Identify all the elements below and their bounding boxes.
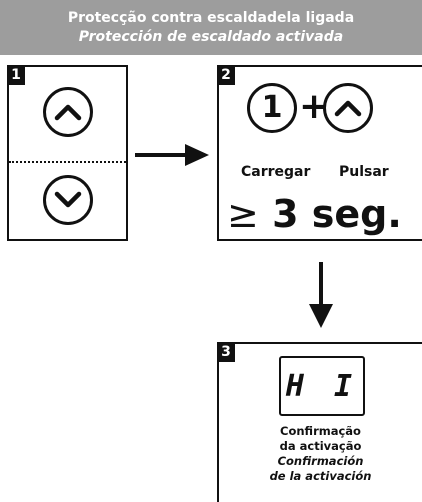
confirmation-text: Confirmação da activação Confirmación de… xyxy=(219,424,422,484)
divider xyxy=(9,161,126,163)
banner-title-pt: Protecção contra escaldadela ligada xyxy=(67,9,355,26)
banner-title-es: Protección de escaldado activada xyxy=(78,28,344,45)
chevron-up-icon xyxy=(334,100,362,117)
greater-equal-symbol: ≥ xyxy=(227,192,259,236)
duration-value: 3 seg. xyxy=(272,192,402,236)
confirm-pt-line-1: Confirmação xyxy=(280,424,361,438)
up-button[interactable] xyxy=(323,83,373,133)
step-3-panel: 3 H I Confirmação da activação Confirmac… xyxy=(217,342,422,502)
arrow-down-icon xyxy=(309,262,333,328)
press-label: Pulsar xyxy=(339,164,389,180)
chevron-up-icon xyxy=(54,104,82,121)
up-button[interactable] xyxy=(43,87,93,137)
hold-label: Carregar xyxy=(241,164,311,180)
display-screen: H I xyxy=(279,356,365,416)
confirm-pt-line-2: da activação xyxy=(279,439,362,453)
step-1-panel: 1 xyxy=(7,65,128,241)
button-1[interactable]: 1 xyxy=(247,83,297,133)
step-2-number: 2 xyxy=(217,65,235,85)
step-1-number: 1 xyxy=(7,65,25,85)
button-1-label: 1 xyxy=(261,90,283,125)
confirm-es-line-1: Confirmación xyxy=(277,454,364,468)
arrow-right-icon xyxy=(135,144,209,166)
step-3-number: 3 xyxy=(217,342,235,362)
display-text: H I xyxy=(285,368,359,404)
chevron-down-icon xyxy=(54,191,82,208)
confirm-es-line-2: de la activación xyxy=(269,469,372,483)
down-button[interactable] xyxy=(43,175,93,225)
duration-text: ≥ 3 seg. xyxy=(227,195,402,233)
step-2-panel: 2 1 + Carregar Pulsar ≥ 3 seg. xyxy=(217,65,422,241)
header-banner: Protecção contra escaldadela ligada Prot… xyxy=(0,0,422,55)
